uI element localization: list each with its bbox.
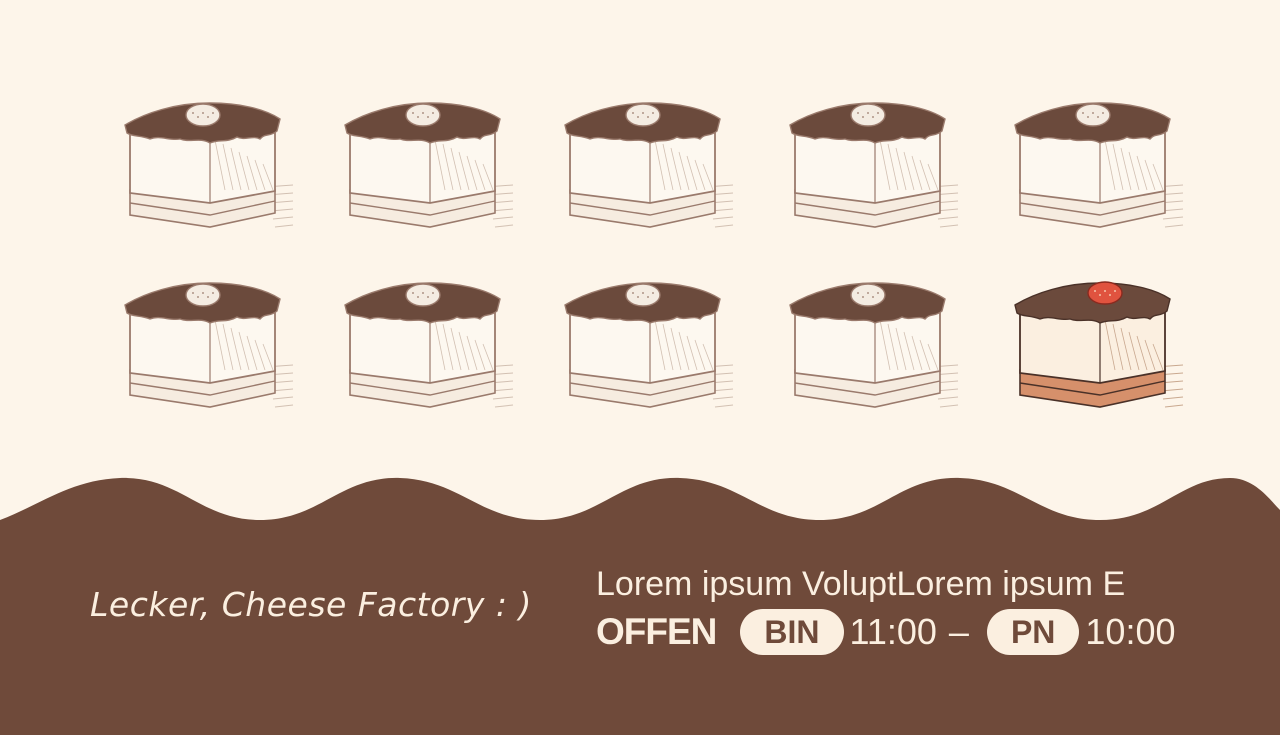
- cake-slice-sketch: [124, 282, 294, 408]
- tagline-text: Lorem ipsum VoluptLorem ipsum E: [596, 565, 1126, 603]
- cake-slice-sketch: [344, 102, 514, 228]
- cake-slice-sketch: [789, 102, 959, 228]
- time-separator: –: [948, 611, 969, 652]
- to-time: 10:00: [1085, 611, 1176, 652]
- from-badge: BIN: [740, 609, 844, 655]
- cake-slice-sketch: [564, 282, 734, 408]
- opening-hours: OFFEN BIN 11:00 – PN 10:00: [596, 607, 1188, 657]
- slogan-text: Lecker, Cheese Factory : ): [90, 585, 532, 624]
- cake-slice-sketch: [564, 102, 734, 228]
- open-label: OFFEN: [596, 611, 717, 652]
- to-badge: PN: [986, 609, 1080, 655]
- wave-shape: [0, 477, 1280, 735]
- cake-slice-sketch: [124, 102, 294, 228]
- cake-slice-sketch: [789, 282, 959, 408]
- cake-slice-sketch: [1014, 102, 1184, 228]
- from-time: 11:00: [849, 611, 937, 652]
- cake-slice-colored: [1014, 281, 1184, 408]
- cake-slice-sketch: [344, 282, 514, 408]
